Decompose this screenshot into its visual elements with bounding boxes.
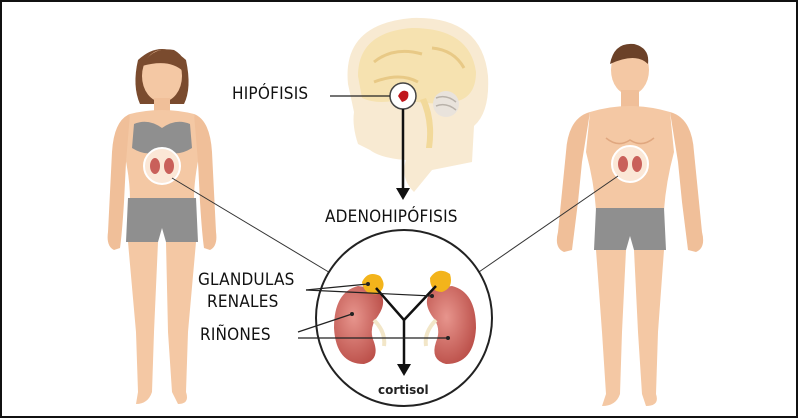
arrow-pituitary-head: [396, 188, 410, 200]
male-figure: [557, 44, 703, 406]
label-pituitary: HIPÓFISIS: [232, 84, 308, 104]
label-cortisol: cortisol: [378, 383, 429, 397]
head-brain-illustration: [348, 18, 489, 192]
label-adrenal-glands-2: RENALES: [207, 292, 278, 312]
label-adrenal-glands-1: GLANDULAS: [198, 270, 295, 290]
female-figure: [108, 49, 217, 404]
label-adenohypophysis: ADENOHIPÓFISIS: [325, 207, 458, 227]
kidney-zoom-circle: [316, 230, 492, 406]
label-kidneys: RIÑONES: [200, 325, 271, 345]
